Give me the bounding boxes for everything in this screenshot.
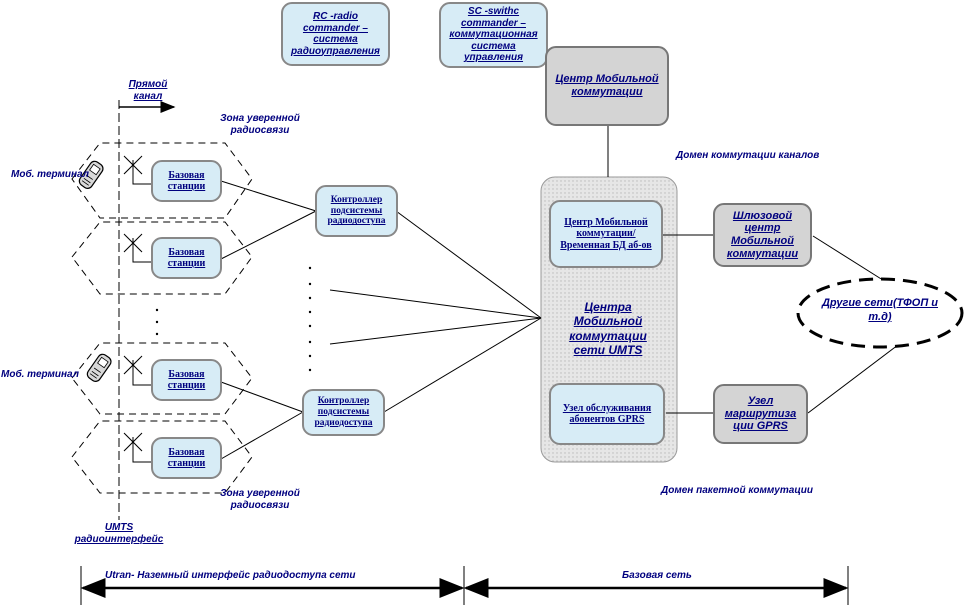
utran-span-label: Utran- Наземный интерфейс радиодоступа с…: [105, 570, 356, 581]
mobile-terminal-label-2: Моб. терминал: [1, 369, 79, 380]
zone-hexagon-3: [71, 342, 253, 415]
mobile-terminal-icon-2: [86, 353, 112, 382]
ps-domain-label: Домен пакетной коммутации: [661, 485, 813, 496]
other-networks-ellipse: [796, 277, 964, 349]
core-span-label: Базовая сеть: [622, 570, 692, 581]
zone-hexagon-2: [71, 221, 253, 295]
cs-domain-label: Домен коммутации каналов: [676, 150, 820, 161]
zone-hexagon-1: [71, 142, 253, 219]
mobile-terminal-icon-1: [78, 160, 104, 189]
mobile-terminal-label-1: Моб. терминал: [11, 169, 89, 180]
zone-hexagon-4: [71, 420, 253, 494]
